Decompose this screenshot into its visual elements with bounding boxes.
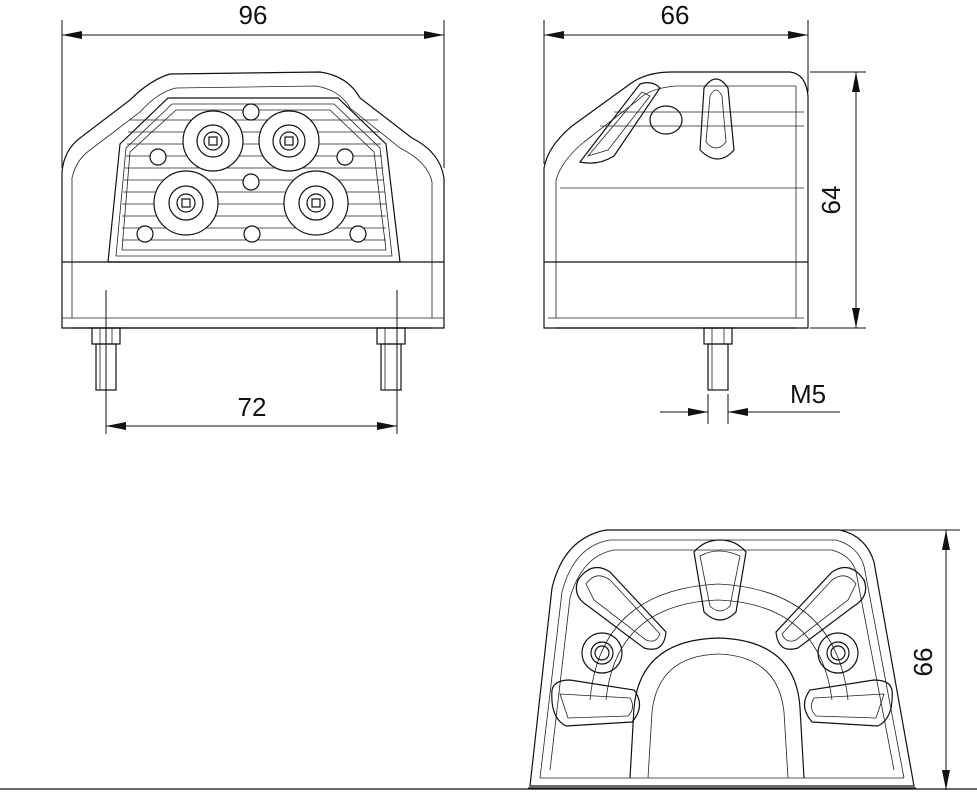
side-view <box>543 71 809 391</box>
front-view <box>61 71 445 391</box>
led-module <box>153 170 219 236</box>
dimension-label-72: 72 <box>238 392 267 422</box>
led-module <box>283 170 349 236</box>
bottom-view <box>528 529 916 789</box>
dimension-side-depth: 66 <box>543 0 809 164</box>
dimension-label-64: 64 <box>816 186 846 215</box>
dimension-label-m5: M5 <box>790 379 826 409</box>
dimension-label-66-top: 66 <box>661 0 690 30</box>
mounting-stud <box>376 327 406 391</box>
dimension-side-height: 64 <box>810 71 866 329</box>
mounting-hole <box>817 632 859 674</box>
led-dots <box>136 103 367 243</box>
led-module <box>258 110 320 172</box>
dimension-stud-spacing: 72 <box>105 290 398 434</box>
mounting-hole <box>581 632 623 674</box>
dimension-label-96: 96 <box>239 0 268 30</box>
mounting-stud-side <box>703 327 733 391</box>
dimension-front-width: 96 <box>61 0 445 168</box>
led-module <box>182 110 244 172</box>
dimension-bottom-depth: 66 <box>842 529 960 790</box>
dimension-thread: M5 <box>660 379 840 424</box>
dimension-label-66-right: 66 <box>908 648 938 677</box>
